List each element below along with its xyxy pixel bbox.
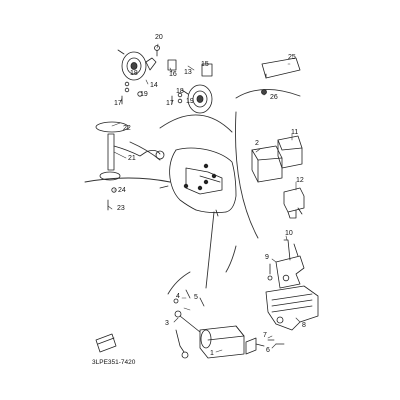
horn-high xyxy=(117,49,157,81)
leader-lines xyxy=(107,43,301,353)
callout-8: 8 xyxy=(302,322,306,329)
callout-12: 12 xyxy=(296,177,304,184)
starter-relay xyxy=(199,325,265,359)
callout-4: 4 xyxy=(176,293,180,300)
callout-10: 10 xyxy=(285,230,293,237)
horn-low xyxy=(181,84,213,114)
sender-unit xyxy=(95,121,165,211)
bracket-fasteners xyxy=(267,263,285,345)
relay-unit-large xyxy=(251,145,283,183)
horn-fasteners xyxy=(121,45,213,105)
rectifier-regulator xyxy=(265,285,319,331)
callout-2: 2 xyxy=(255,140,259,147)
callout-19-right: 19 xyxy=(186,98,194,105)
callout-24: 24 xyxy=(118,187,126,194)
callout-7: 7 xyxy=(263,332,267,339)
callout-22: 22 xyxy=(123,125,131,132)
relay-unit-lower xyxy=(283,187,305,219)
callout-17-left: 17 xyxy=(114,100,122,107)
callout-23: 23 xyxy=(117,205,125,212)
callout-17-right: 17 xyxy=(166,100,174,107)
starter-fasteners xyxy=(185,289,205,307)
diagram-reference-code: 3LPE351-7420 xyxy=(92,359,136,366)
callout-9: 9 xyxy=(265,254,269,261)
callout-20: 20 xyxy=(155,34,163,41)
callout-13: 13 xyxy=(184,69,192,76)
vehicle-frame xyxy=(159,147,237,217)
relay-unit-small xyxy=(277,135,303,169)
callout-18-right: 18 xyxy=(176,88,184,95)
callout-16: 16 xyxy=(169,71,177,78)
callout-14: 14 xyxy=(150,82,158,89)
callout-11: 11 xyxy=(291,129,299,136)
starter-relay-lead xyxy=(173,298,201,359)
callout-6: 6 xyxy=(266,347,270,354)
callout-26: 26 xyxy=(270,94,278,101)
callout-21: 21 xyxy=(128,155,136,162)
callout-1: 1 xyxy=(210,350,214,357)
relay-bracket xyxy=(261,57,301,95)
connector-plug xyxy=(95,333,117,353)
callout-5: 5 xyxy=(194,294,198,301)
callout-19-left: 19 xyxy=(140,91,148,98)
callout-3: 3 xyxy=(165,320,169,327)
callout-18: 18 xyxy=(130,70,138,77)
rectifier-bracket xyxy=(275,239,305,289)
callout-25: 25 xyxy=(288,54,296,61)
callout-15: 15 xyxy=(201,61,209,68)
section-divider-lines xyxy=(84,89,301,295)
